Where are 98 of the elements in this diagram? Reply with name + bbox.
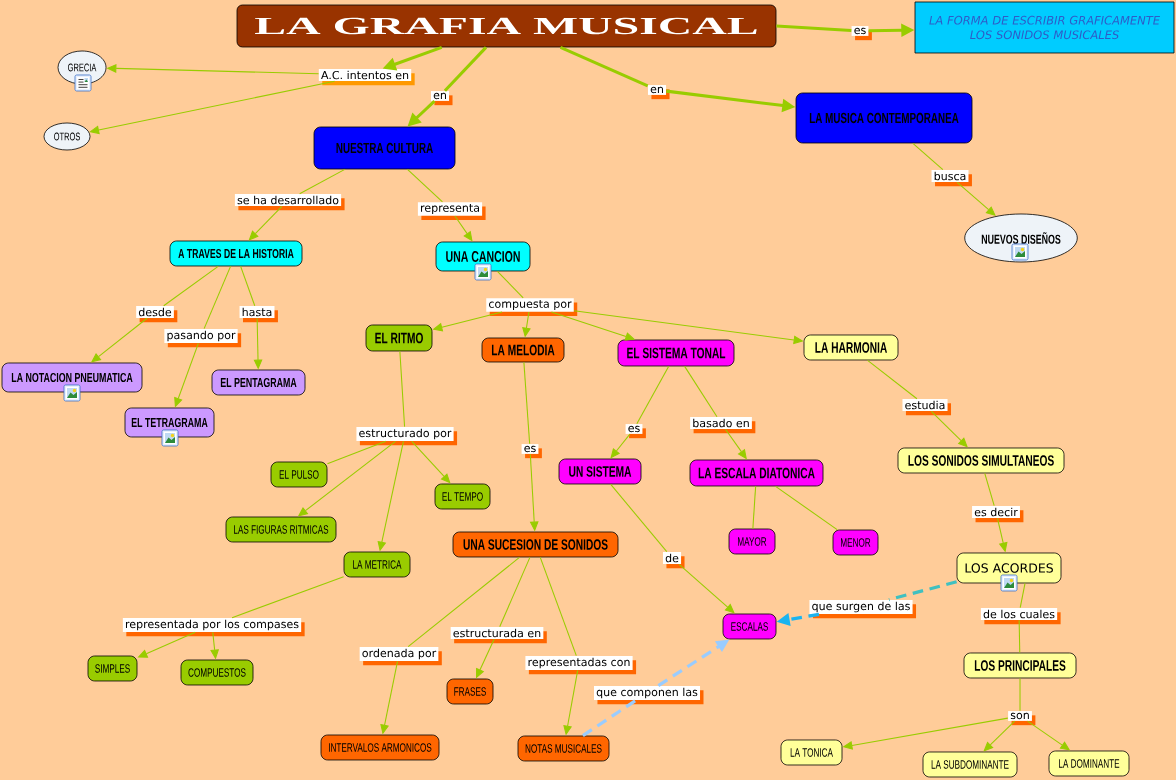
concept-box: ESCALAS	[722, 613, 777, 640]
concept-box: NUESTRA CULTURA	[313, 126, 456, 170]
linking-phrase: es decir	[972, 506, 1024, 523]
linking-phrase: en	[430, 91, 453, 106]
connector-line	[496, 270, 524, 299]
linking-phrase: A.C. intentos en	[318, 69, 415, 86]
linking-phrase: representa	[417, 202, 486, 221]
concept-box: LA SUBDOMINANTE	[922, 751, 1018, 778]
concept-box: LA DOMINANTE	[1048, 750, 1130, 777]
concept-box: COMPUESTOS	[180, 659, 254, 686]
concept-box: MENOR	[832, 529, 879, 556]
concept-box: LA FORMA DE ESCRIBIR GRAFICAMENTE LOS SONIDOS MUSICALES	[914, 1, 1175, 54]
connector-line	[559, 46, 649, 88]
arrow	[724, 428, 747, 460]
connector-line	[888, 580, 958, 602]
connector-line	[1019, 677, 1021, 712]
concept-box: UNA SUCESION DE SONIDOS	[452, 531, 619, 558]
concept-box: SIMPLES	[87, 655, 138, 682]
concept-box: LA TONICA	[780, 739, 843, 766]
linking-phrase: pasando por	[164, 328, 242, 348]
concept-box: INTERVALOS ARMONICOS	[320, 734, 440, 761]
connector-line	[163, 265, 219, 307]
concept-box: LA NOTACION PNEUMATICA	[1, 362, 143, 393]
arrow	[610, 433, 631, 459]
connector-line	[582, 699, 637, 737]
concept-box: EL RITMO	[365, 324, 433, 352]
linking-phrase: son	[1008, 711, 1036, 726]
connector-line	[523, 361, 531, 445]
concept-box: EL PENTAGRAMA	[211, 369, 306, 396]
linking-phrase: estructurado por	[356, 426, 458, 446]
connector-line	[406, 168, 443, 203]
concept-box: LA METRICA	[343, 551, 411, 578]
connector-line	[610, 483, 668, 553]
linking-phrase: compuesta por	[486, 298, 578, 317]
concept-box: EL PULSO	[270, 461, 328, 488]
concept-box: EL TEMPO	[434, 483, 491, 510]
title-box: LA GRAFIA MUSICAL	[236, 4, 777, 48]
concept-box: LA ESCALA DIATONICA	[689, 459, 824, 487]
connector-line	[539, 556, 577, 657]
arrow	[678, 563, 735, 614]
connector-line	[775, 485, 838, 531]
linking-phrase: desde	[136, 306, 178, 323]
connector-line	[1019, 582, 1026, 609]
concept-box: EL TETRAGRAMA	[124, 407, 215, 438]
connector-line	[407, 556, 520, 648]
linking-phrase: estructurada en	[450, 627, 547, 644]
linking-phrase: es	[625, 424, 646, 439]
connector-line	[912, 142, 944, 171]
connector-line	[684, 365, 718, 418]
linking-phrase: que componen las	[594, 685, 704, 705]
arrow	[248, 205, 283, 241]
connector-line	[984, 472, 995, 507]
concept-box: UN SISTEMA	[558, 458, 642, 485]
concept-box: EL SISTEMA TONAL	[617, 339, 735, 367]
linking-phrase: representadas con	[525, 655, 637, 675]
arrow	[930, 410, 968, 448]
arrow	[411, 440, 451, 484]
connector-line	[231, 576, 345, 619]
linking-phrase: ordenada por	[359, 646, 442, 666]
connector-line	[399, 350, 406, 428]
connector-line	[326, 440, 387, 465]
linking-phrase: representada por los compases	[122, 617, 305, 637]
concept-box: LA HARMONIA	[803, 334, 899, 361]
connector-line	[499, 556, 531, 628]
connector-line	[776, 24, 852, 32]
connector-line	[867, 359, 918, 400]
connector-line	[203, 265, 232, 330]
concept-box: NOTAS MUSICALES	[517, 735, 610, 762]
linking-phrase: es	[521, 444, 542, 459]
concept-box: LA MUSICA CONTEMPORANEA	[795, 92, 973, 144]
linking-phrase: en	[647, 85, 670, 100]
concept-box: MAYOR	[728, 528, 776, 555]
connector-line	[1018, 619, 1021, 654]
concept-box: LOS SONIDOS SIMULTANEOS	[897, 447, 1065, 474]
concept-box: UNA CANCION	[435, 241, 531, 272]
connector-line	[636, 365, 670, 425]
connector-line	[240, 265, 256, 307]
connector-line	[752, 485, 757, 530]
concept-box: LOS ACORDES	[956, 552, 1062, 584]
linking-phrase: de los cuales	[980, 608, 1061, 625]
arrow	[454, 215, 473, 242]
connector-line	[299, 168, 346, 195]
linking-phrase: es	[851, 26, 872, 41]
concept-box: LA MELODIA	[481, 337, 565, 363]
linking-phrase: de	[662, 552, 685, 569]
linking-phrase: se ha desarrollado	[234, 194, 345, 211]
concept-box: A TRAVES DE LA HISTORIA	[169, 240, 303, 267]
arrow	[89, 80, 336, 135]
linking-phrase: estudia	[902, 399, 951, 416]
concept-box: LOS PRINCIPALES	[963, 652, 1077, 679]
arrow	[983, 720, 1016, 752]
linking-phrase: busca	[931, 170, 972, 187]
linking-phrase: basado en	[690, 417, 756, 434]
linking-phrase: que surgen de las	[809, 599, 917, 619]
concept-box: LAS FIGURAS RITMICAS	[225, 516, 337, 543]
concept-box: FRASES	[446, 678, 494, 705]
connector-line	[443, 46, 488, 92]
linking-phrase: hasta	[239, 306, 278, 323]
